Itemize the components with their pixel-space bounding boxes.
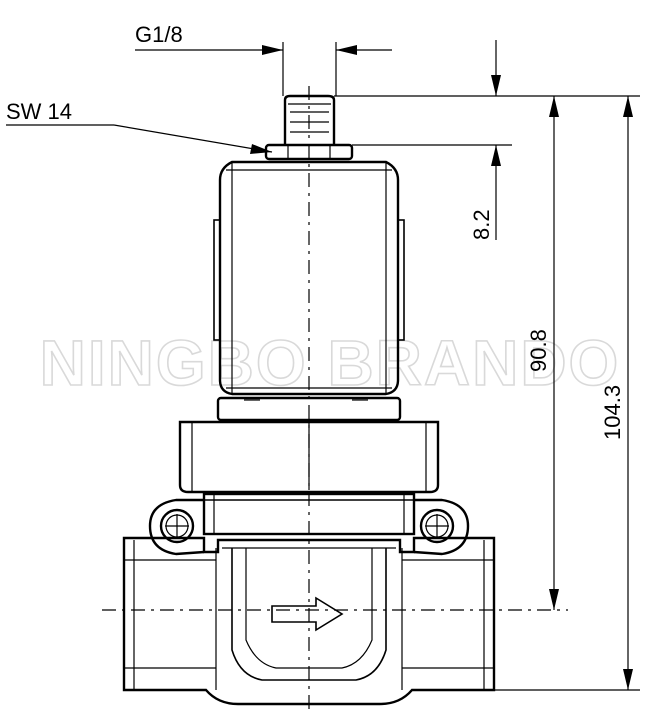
dim-104-3 bbox=[494, 96, 640, 691]
dim-90-8 bbox=[549, 96, 559, 610]
valve-bonnet bbox=[178, 420, 440, 494]
label-dim-104-3: 104.3 bbox=[600, 385, 625, 440]
screw-boss-left bbox=[148, 498, 205, 556]
flow-arrow-icon bbox=[271, 596, 344, 632]
label-wrench-size: SW 14 bbox=[6, 99, 72, 124]
label-dim-top: 8.2 bbox=[469, 209, 494, 240]
dim-wrench-leader bbox=[6, 124, 273, 154]
dim-8-2 bbox=[334, 40, 640, 240]
dim-thread bbox=[135, 42, 392, 96]
screw-boss-right bbox=[413, 498, 470, 556]
label-thread: G1/8 bbox=[135, 22, 183, 47]
label-dim-90-8: 90.8 bbox=[526, 329, 551, 372]
